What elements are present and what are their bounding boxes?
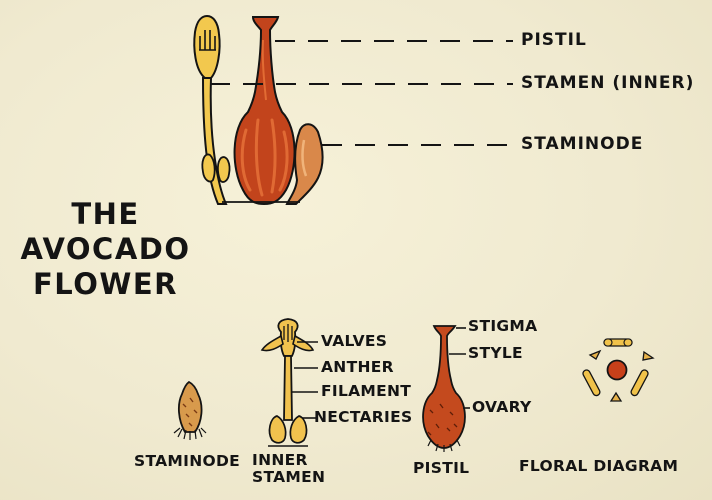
label-valves: VALVES bbox=[321, 332, 388, 350]
label-staminode: STAMINODE bbox=[521, 134, 644, 154]
pistil-small bbox=[422, 325, 466, 452]
label-stigma: STIGMA bbox=[468, 317, 538, 335]
inner-stamen-small bbox=[260, 318, 315, 447]
title-line-2: AVOCADO bbox=[20, 232, 191, 266]
caption-floral-diagram: FLORAL DIAGRAM bbox=[519, 457, 679, 475]
label-ovary: OVARY bbox=[472, 398, 532, 416]
staminode-small bbox=[173, 380, 207, 440]
label-stamen-inner: STAMEN (INNER) bbox=[521, 73, 695, 93]
inner-stamen-leaders bbox=[292, 341, 318, 419]
caption-pistil: PISTIL bbox=[413, 459, 470, 477]
label-nectaries: NECTARIES bbox=[314, 408, 413, 426]
main-staminode bbox=[285, 123, 324, 205]
pistil-leaders bbox=[449, 327, 470, 409]
label-anther: ANTHER bbox=[321, 358, 394, 376]
main-inner-stamen bbox=[193, 14, 231, 205]
caption-inner-stamen-2: STAMEN bbox=[252, 468, 326, 486]
caption-inner-stamen-1: INNER bbox=[252, 451, 308, 469]
main-pistil bbox=[233, 16, 296, 206]
title-line-1: THE bbox=[71, 197, 140, 231]
label-pistil: PISTIL bbox=[521, 30, 587, 50]
diagram-title: THE AVOCADO FLOWER bbox=[18, 197, 193, 302]
leader-lines bbox=[210, 40, 513, 146]
title-line-3: FLOWER bbox=[32, 267, 179, 301]
label-filament: FILAMENT bbox=[321, 382, 412, 400]
label-style: STYLE bbox=[468, 344, 523, 362]
floral-diagram bbox=[582, 338, 655, 402]
center-pistil-dot bbox=[606, 359, 628, 381]
caption-staminode: STAMINODE bbox=[134, 452, 241, 470]
